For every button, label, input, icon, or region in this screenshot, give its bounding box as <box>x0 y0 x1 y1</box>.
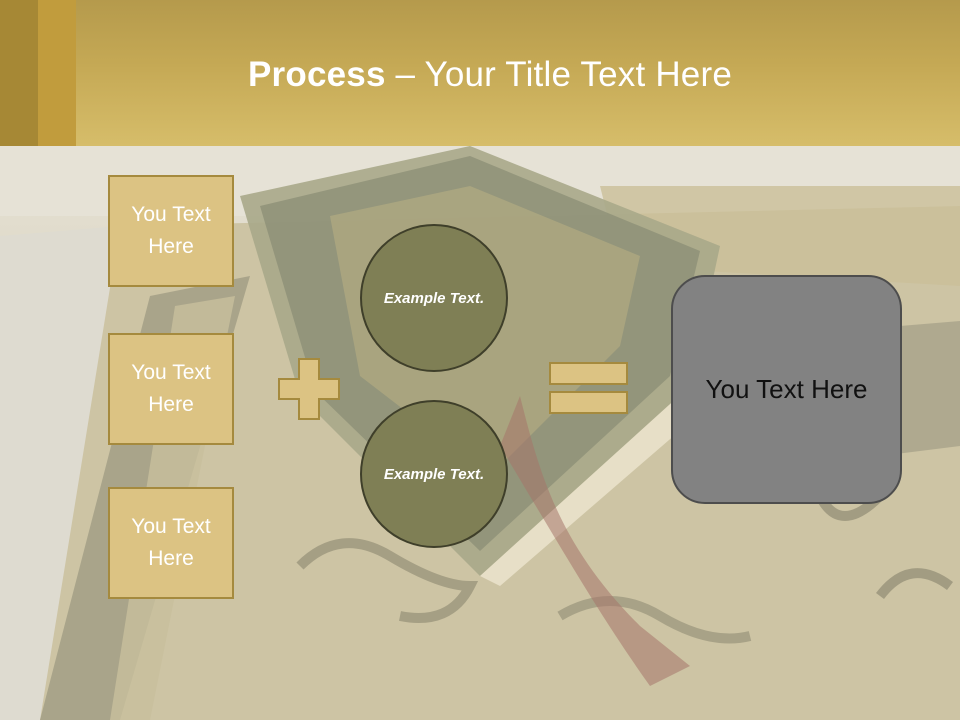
accent-bar-dark <box>0 0 38 146</box>
text-box-3: You Text Here <box>108 487 234 599</box>
plus-icon <box>278 358 340 420</box>
slide-title: Process – Your Title Text Here <box>0 55 960 95</box>
accent-bar-light <box>38 0 76 146</box>
example-circle-2: Example Text. <box>360 400 508 548</box>
text-box-2: You Text Here <box>108 333 234 445</box>
equals-icon <box>549 362 628 414</box>
example-circle-1: Example Text. <box>360 224 508 372</box>
text-box-1: You Text Here <box>108 175 234 287</box>
title-rest: – Your Title Text Here <box>385 55 732 94</box>
result-box: You Text Here <box>671 275 902 504</box>
title-strong: Process <box>248 55 386 94</box>
title-band: Process – Your Title Text Here <box>0 0 960 146</box>
